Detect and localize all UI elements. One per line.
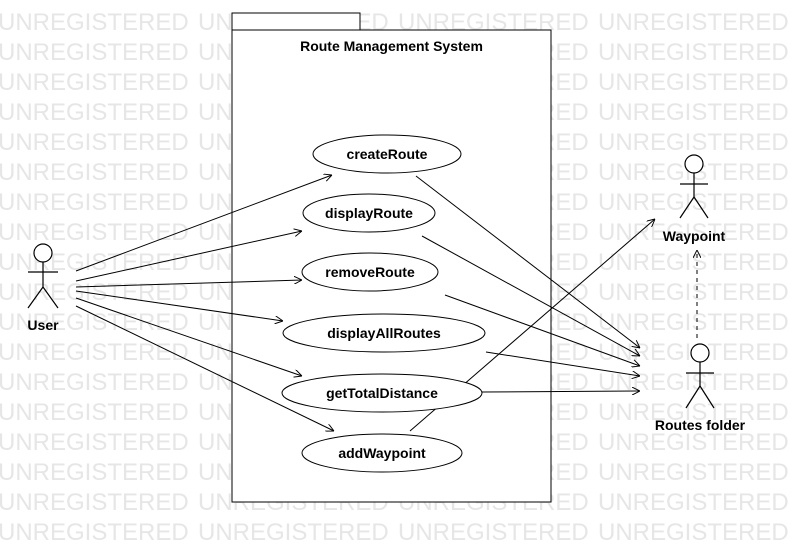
- association-get-total-distance-to-routes-folder[interactable]: [481, 391, 640, 392]
- watermark-text: UNREGISTERED: [398, 519, 589, 546]
- use-case-remove-route[interactable]: removeRoute: [301, 252, 439, 292]
- use-case-label: addWaypoint: [338, 445, 426, 461]
- watermark-text: UNREGISTERED: [0, 489, 189, 516]
- watermark-text: UNREGISTERED: [598, 9, 789, 36]
- watermark-text: UNREGISTERED: [598, 279, 789, 306]
- use-case-ellipse: [302, 193, 436, 233]
- association-user-to-get-total-distance[interactable]: [75, 297, 302, 376]
- actor-label: Waypoint: [663, 228, 726, 244]
- use-case-label: getTotalDistance: [326, 385, 438, 401]
- stick-figure-icon: [685, 343, 715, 409]
- association-create-route-to-routes-folder[interactable]: [415, 175, 640, 348]
- association-user-to-create-route[interactable]: [75, 175, 332, 272]
- use-case-display-route[interactable]: displayRoute: [302, 193, 436, 233]
- watermark-text: UNREGISTERED: [0, 69, 189, 96]
- association-user-to-display-all-routes[interactable]: [75, 290, 283, 321]
- watermark-text: UNREGISTERED: [0, 429, 189, 456]
- watermark-text: UNREGISTERED: [598, 39, 789, 66]
- use-case-ellipse: [301, 433, 463, 473]
- use-case-get-total-distance[interactable]: getTotalDistance: [281, 373, 483, 413]
- watermark-text: UNREGISTERED: [0, 279, 189, 306]
- watermark-text: UNREGISTERED: [598, 429, 789, 456]
- watermark-text: UNREGISTERED: [0, 129, 189, 156]
- association-user-to-add-waypoint[interactable]: [75, 305, 334, 431]
- actor-routes-folder[interactable]: Routes folder: [655, 343, 746, 433]
- watermark-text: UNREGISTERED: [0, 219, 189, 246]
- watermark-text: UNREGISTERED: [598, 99, 789, 126]
- actor-user[interactable]: User: [27, 243, 59, 333]
- watermark-text: UNREGISTERED: [598, 309, 789, 336]
- watermark-text: UNREGISTERED: [598, 399, 789, 426]
- use-case-label: removeRoute: [325, 264, 415, 280]
- actor-waypoint[interactable]: Waypoint: [663, 154, 726, 244]
- association-display-all-routes-to-routes-folder[interactable]: [485, 351, 640, 376]
- use-case-create-route[interactable]: createRoute: [312, 134, 462, 174]
- association-user-to-remove-route[interactable]: [75, 280, 302, 288]
- use-case-display-all-routes[interactable]: displayAllRoutes: [282, 313, 486, 353]
- watermark-text: UNREGISTERED: [0, 9, 189, 36]
- watermark-text: UNREGISTERED: [0, 99, 189, 126]
- watermark-text: UNREGISTERED: [598, 519, 789, 546]
- watermark-text: UNREGISTERED: [598, 489, 789, 516]
- association-remove-route-to-routes-folder[interactable]: [444, 294, 640, 366]
- watermark-text: UNREGISTERED: [198, 519, 389, 546]
- use-case-label: displayRoute: [325, 205, 413, 221]
- watermark-text: UNREGISTERED: [598, 459, 789, 486]
- system-title: Route Management System: [300, 38, 483, 54]
- watermark-text: UNREGISTERED: [598, 219, 789, 246]
- watermark-text: UNREGISTERED: [0, 459, 189, 486]
- watermark-text: UNREGISTERED: [598, 69, 789, 96]
- association-user-to-display-route[interactable]: [75, 231, 302, 282]
- use-case-ellipse: [312, 134, 462, 174]
- use-case-label: createRoute: [347, 146, 428, 162]
- watermark-text: UNREGISTERED: [0, 519, 189, 546]
- actor-label: User: [27, 317, 59, 333]
- watermark-text: UNREGISTERED: [598, 189, 789, 216]
- watermark-text: UNREGISTERED: [0, 339, 189, 366]
- watermark-text: UNREGISTERED: [0, 399, 189, 426]
- watermark-text: UNREGISTERED: [0, 369, 189, 396]
- watermark-text: UNREGISTERED: [598, 129, 789, 156]
- use-case-label: displayAllRoutes: [327, 325, 441, 341]
- stick-figure-icon: [679, 154, 709, 219]
- use-case-ellipse: [301, 252, 439, 292]
- use-case-ellipse: [282, 313, 486, 353]
- actor-label: Routes folder: [655, 417, 746, 433]
- watermark-text: UNREGISTERED: [598, 249, 789, 276]
- watermark-text: UNREGISTERED: [0, 39, 189, 66]
- watermark-text: UNREGISTERED: [0, 159, 189, 186]
- stick-figure-icon: [27, 243, 59, 309]
- connectors: [75, 175, 697, 431]
- association-display-route-to-routes-folder[interactable]: [421, 235, 640, 356]
- use-case-ellipse: [281, 373, 483, 413]
- watermark-text: UNREGISTERED: [0, 189, 189, 216]
- watermark-text: UNREGISTERED: [0, 309, 189, 336]
- use-case-add-waypoint[interactable]: addWaypoint: [301, 433, 463, 473]
- system-tab: [231, 12, 361, 31]
